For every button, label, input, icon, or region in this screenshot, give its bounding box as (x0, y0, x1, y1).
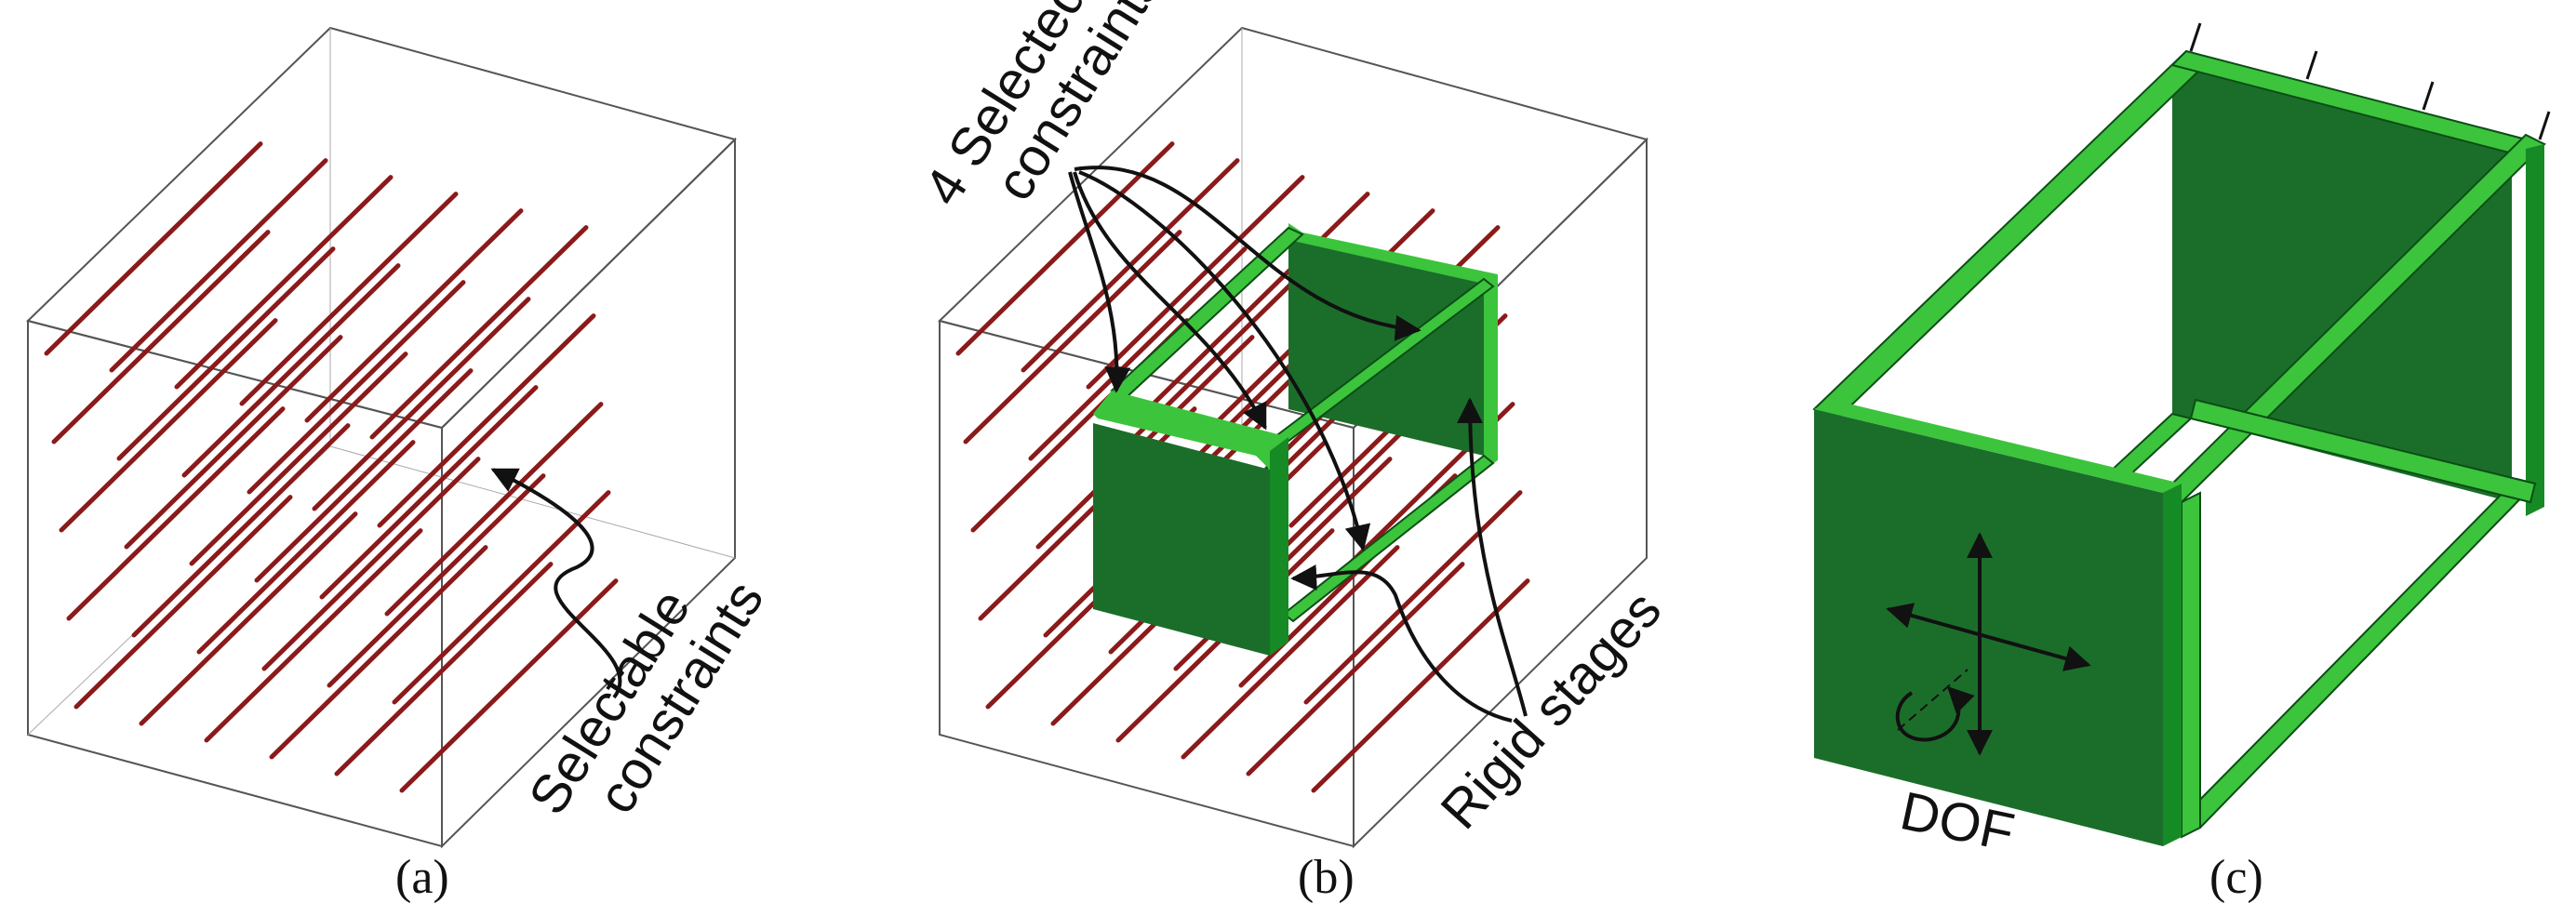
constraint-rod (196, 440, 416, 655)
constraint-rod (1151, 192, 1370, 406)
constraint-rod (384, 402, 604, 617)
rigid-stages (1093, 223, 1498, 656)
constraint-rod (239, 192, 459, 406)
constraint-rod (73, 495, 293, 710)
panel-a: Selectable constraints (a) (26, 26, 775, 904)
constraint-rod (1246, 562, 1465, 777)
constraint-rod (392, 490, 611, 705)
constraint-rod (304, 208, 524, 423)
constraint-rod (51, 230, 271, 445)
constraint-rod (377, 313, 596, 528)
constraint-rod (1086, 175, 1305, 390)
rigid-stages-label: Rigid stages (1429, 579, 1673, 841)
panel-c: DOF (c) (1812, 22, 2551, 904)
constraint-rod (124, 335, 343, 550)
selected-constraints-label: 4 Selected constraints (913, 0, 1173, 216)
constraint-rod (334, 562, 554, 777)
constraint-rod (1303, 490, 1523, 705)
constraints-pointer-arrow (490, 468, 622, 699)
constraint-rod (247, 280, 466, 495)
constraint-rod (116, 246, 336, 461)
panel-b: 4 Selected constraints Rigid stages (b) (913, 0, 1673, 904)
constraint-rod (312, 297, 531, 511)
constraint-rod (131, 423, 351, 638)
constraint-rod (189, 352, 408, 566)
constraint-rod (399, 578, 619, 793)
constraint-rod (955, 141, 1175, 356)
constraint-rod (66, 406, 286, 621)
constraint-rod (204, 528, 423, 743)
constraint-rod (1311, 578, 1530, 793)
constraint-rod (1028, 246, 1248, 461)
constraint-rod (269, 545, 488, 760)
constraint-rod (181, 263, 401, 478)
dof-arrows (1886, 532, 2091, 756)
svg-text:Rigid stages: Rigid stages (1429, 579, 1673, 841)
panel-b-caption: (b) (1298, 851, 1355, 904)
constraints-a (44, 141, 619, 793)
right-post (2181, 491, 2201, 839)
constraint-rod (369, 225, 589, 440)
rigid-stages-arrows (1290, 397, 1528, 723)
bottom-back-rail (2189, 398, 2537, 504)
constraint-rod (254, 368, 474, 583)
constraint-rod (174, 175, 394, 390)
constraint-rod (1181, 545, 1400, 760)
constraint-rod (109, 158, 328, 373)
constraint-rod (319, 385, 539, 600)
panel-a-caption: (a) (395, 851, 449, 904)
constraint-rod (963, 230, 1182, 445)
top-left-rail (1812, 49, 2207, 425)
bottom-right-rail (2180, 477, 2537, 830)
panel-c-caption: (c) (2209, 851, 2263, 904)
constraint-rod (139, 511, 358, 726)
constraint-rod (44, 141, 263, 356)
ground-ticks (2189, 22, 2551, 140)
selected-constraints-arrows (1068, 166, 1421, 551)
constraint-rod (59, 318, 278, 533)
constraint-rod (327, 473, 546, 688)
constraint-rod (261, 457, 481, 671)
back-stage-plate (2172, 65, 2512, 502)
